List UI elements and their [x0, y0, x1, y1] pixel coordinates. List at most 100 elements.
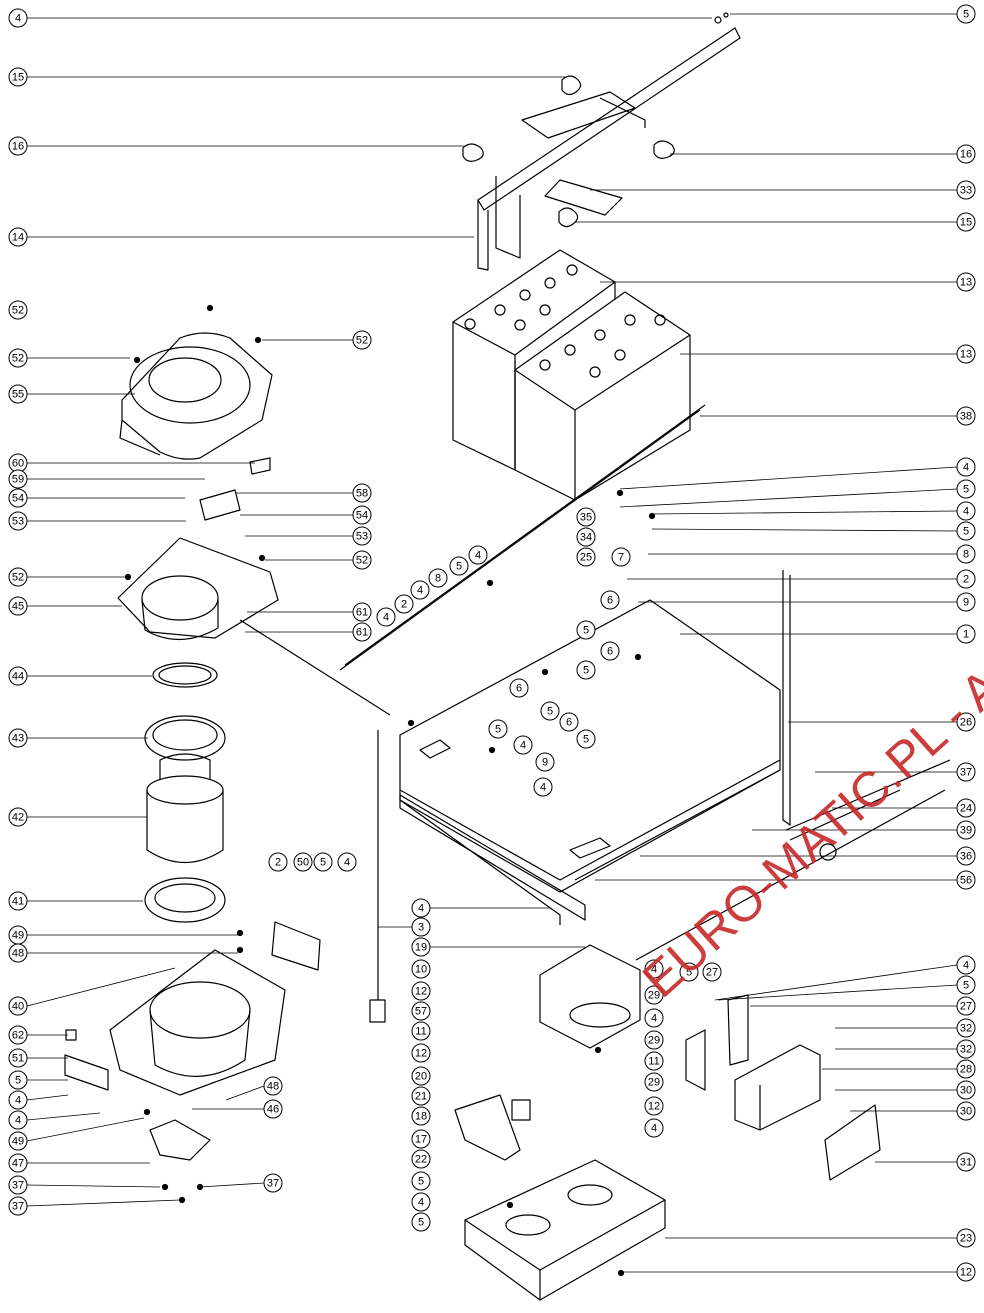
callout-number: 37	[12, 1201, 24, 1213]
callout-circle	[644, 1118, 664, 1138]
callout-number: 24	[960, 803, 972, 815]
callout-number: 29	[648, 1035, 660, 1047]
callout-circle	[411, 981, 431, 1001]
callout-31: 31	[956, 1152, 976, 1172]
callout-number: 4	[540, 782, 546, 794]
callout-36: 36	[956, 846, 976, 866]
valve-bracket	[454, 1094, 531, 1161]
callout-circle	[352, 602, 372, 622]
callout-circle	[8, 666, 28, 686]
callout-48: 48	[8, 943, 28, 963]
callout-35: 35	[576, 507, 596, 527]
callout-circle	[8, 511, 28, 531]
callout-11: 11	[644, 1051, 664, 1071]
callout-38: 38	[956, 406, 976, 426]
callout-number: 21	[415, 1091, 427, 1103]
callout-circle	[8, 1196, 28, 1216]
callout-circle	[956, 1101, 976, 1121]
callout-4: 4	[8, 1110, 28, 1130]
callout-2: 2	[956, 569, 976, 589]
circuit-board	[824, 1104, 881, 1181]
callout-circle	[956, 544, 976, 564]
callout-circle	[956, 457, 976, 477]
callout-52: 52	[8, 348, 28, 368]
callout-circle	[411, 1149, 431, 1169]
callout-number: 17	[415, 1134, 427, 1146]
callout-circle	[600, 641, 620, 661]
callout-23: 23	[956, 1228, 976, 1248]
cable-harness	[369, 730, 386, 1023]
callout-27: 27	[702, 962, 722, 982]
callout-circle	[268, 852, 288, 872]
callout-circle	[8, 1153, 28, 1173]
callout-number: 54	[356, 510, 368, 522]
callout-9: 9	[535, 752, 555, 772]
callout-number: 5	[963, 526, 969, 538]
callout-number: 52	[12, 572, 24, 584]
callout-number: 16	[12, 141, 24, 153]
callout-13: 13	[956, 344, 976, 364]
callout-circle	[956, 4, 976, 24]
callout-circle	[956, 996, 976, 1016]
callout-number: 12	[415, 1048, 427, 1060]
callout-5: 5	[956, 521, 976, 541]
battery-left	[452, 249, 616, 471]
callout-number: 37	[267, 1178, 279, 1190]
motor-rings	[144, 662, 226, 923]
callout-circle	[644, 1096, 664, 1116]
callout-circle	[956, 521, 976, 541]
callout-5: 5	[411, 1171, 431, 1191]
callout-27: 27	[956, 996, 976, 1016]
callout-number: 42	[12, 812, 24, 824]
callout-62: 62	[8, 1025, 28, 1045]
callout-number: 33	[960, 185, 972, 197]
callout-number: 49	[12, 930, 24, 942]
callout-11: 11	[411, 1021, 431, 1041]
callout-circle	[8, 300, 28, 320]
callout-number: 52	[12, 305, 24, 317]
callout-circle	[702, 962, 722, 982]
callout-circle	[411, 1021, 431, 1041]
callout-circle	[533, 777, 553, 797]
callout-circle	[411, 959, 431, 979]
callout-4: 4	[410, 580, 430, 600]
callout-number: 28	[960, 1064, 972, 1076]
callout-number: 14	[12, 232, 24, 244]
callout-29: 29	[644, 1030, 664, 1050]
callout-circle	[956, 820, 976, 840]
callout-59: 59	[8, 469, 28, 489]
callout-circle	[352, 505, 372, 525]
callout-number: 55	[12, 389, 24, 401]
callout-number: 4	[15, 1115, 21, 1127]
terminal-block	[199, 457, 271, 521]
callout-circle	[411, 917, 431, 937]
callout-circle	[411, 937, 431, 957]
callout-circle	[8, 469, 28, 489]
callout-17: 17	[411, 1129, 431, 1149]
callout-number: 27	[706, 967, 718, 979]
battery-terminal-clamps	[462, 75, 675, 228]
callout-number: 13	[960, 277, 972, 289]
callout-circle	[956, 592, 976, 612]
callout-61: 61	[352, 602, 372, 622]
callout-58: 58	[352, 483, 372, 503]
callout-number: 12	[648, 1101, 660, 1113]
callout-circle	[535, 752, 555, 772]
callout-60: 60	[8, 453, 28, 473]
callout-number: 59	[12, 474, 24, 486]
callout-4: 4	[644, 1008, 664, 1028]
callout-circle	[411, 1066, 431, 1086]
callout-4: 4	[644, 959, 664, 979]
callout-number: 29	[648, 1077, 660, 1089]
callout-22: 22	[411, 1149, 431, 1169]
callout-51: 51	[8, 1048, 28, 1068]
callout-48: 48	[263, 1076, 283, 1096]
callout-number: 5	[456, 561, 462, 573]
callout-circle	[352, 483, 372, 503]
callout-28: 28	[956, 1059, 976, 1079]
callout-circle	[293, 852, 313, 872]
leader-lines	[26, 13, 958, 1273]
leader-line	[26, 1184, 161, 1188]
callout-circle	[411, 1129, 431, 1149]
callout-circle	[8, 943, 28, 963]
